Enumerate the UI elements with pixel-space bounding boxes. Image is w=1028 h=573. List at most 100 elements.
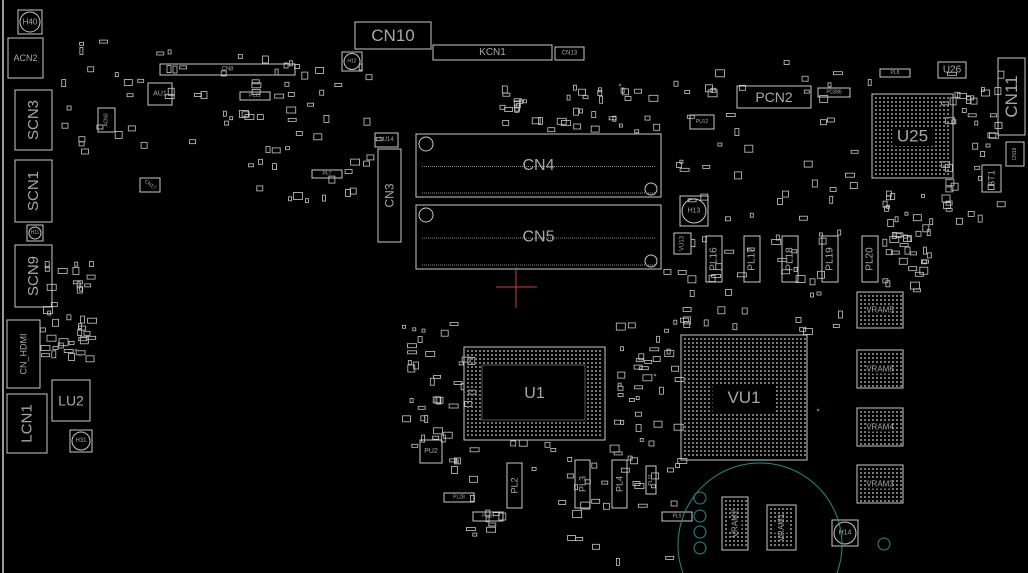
smd-part[interactable] — [274, 68, 279, 76]
component-vram2[interactable]: VRAM2 — [721, 496, 749, 551]
smd-part[interactable] — [818, 237, 827, 245]
smd-part[interactable] — [167, 49, 172, 55]
smd-part[interactable] — [86, 335, 97, 340]
smd-part[interactable] — [73, 280, 83, 285]
smd-part[interactable] — [910, 281, 920, 290]
smd-part[interactable] — [967, 210, 975, 217]
smd-part[interactable] — [732, 323, 738, 331]
component-au1[interactable]: AU1 — [147, 82, 173, 106]
smd-part[interactable] — [803, 89, 810, 94]
smd-part[interactable] — [741, 307, 748, 315]
smd-part[interactable] — [287, 118, 297, 122]
smd-part[interactable] — [79, 41, 84, 46]
smd-part[interactable] — [894, 216, 899, 223]
smd-part[interactable] — [429, 377, 435, 386]
smd-part[interactable] — [985, 143, 991, 148]
smd-part[interactable] — [89, 261, 94, 268]
smd-part[interactable] — [833, 71, 843, 76]
smd-part[interactable] — [945, 117, 956, 125]
component-pc886[interactable]: PC886 — [817, 87, 851, 98]
smd-part[interactable] — [349, 187, 357, 195]
smd-part[interactable] — [651, 472, 659, 480]
component-bt1[interactable]: BT1 — [981, 164, 1002, 193]
smd-part[interactable] — [829, 187, 837, 192]
component-cn8[interactable]: CN8 — [159, 63, 296, 76]
smd-part[interactable] — [51, 350, 57, 359]
smd-part[interactable] — [295, 130, 303, 136]
smd-part[interactable] — [941, 160, 951, 168]
smd-part[interactable] — [375, 137, 383, 142]
smd-part[interactable] — [200, 91, 208, 99]
smd-part[interactable] — [987, 132, 997, 139]
smd-part[interactable] — [256, 185, 264, 192]
smd-part[interactable] — [579, 108, 583, 114]
component-lu2[interactable]: LU2 — [51, 379, 91, 422]
smd-part[interactable] — [558, 500, 567, 505]
smd-part[interactable] — [52, 318, 59, 327]
smd-part[interactable] — [795, 275, 806, 284]
smd-part[interactable] — [810, 292, 814, 298]
smd-part[interactable] — [469, 447, 480, 453]
smd-part[interactable] — [996, 201, 1006, 208]
smd-part[interactable] — [350, 158, 361, 166]
smd-part[interactable] — [323, 115, 330, 123]
smd-part[interactable] — [284, 146, 290, 151]
smd-part[interactable] — [676, 162, 682, 168]
smd-part[interactable] — [725, 113, 736, 117]
smd-part[interactable] — [648, 440, 655, 447]
component-cn17[interactable]: CN17 — [139, 177, 161, 193]
smd-part[interactable] — [84, 283, 92, 288]
smd-part[interactable] — [40, 327, 46, 333]
smd-part[interactable] — [635, 358, 644, 362]
smd-part[interactable] — [523, 99, 527, 104]
smd-part[interactable] — [682, 306, 692, 312]
smd-part[interactable] — [951, 119, 957, 125]
smd-part[interactable] — [725, 288, 732, 296]
smd-part[interactable] — [412, 327, 417, 332]
smd-part[interactable] — [922, 224, 930, 233]
component-pl16[interactable]: PL16 — [705, 235, 723, 283]
smd-part[interactable] — [442, 431, 453, 439]
smd-part[interactable] — [578, 88, 586, 96]
smd-part[interactable] — [867, 79, 872, 86]
component-h31[interactable]: H31 — [69, 429, 93, 453]
component-pl19[interactable]: PL19 — [821, 235, 839, 283]
smd-part[interactable] — [513, 98, 522, 103]
smd-part[interactable] — [945, 207, 953, 212]
component-scn3[interactable]: SCN3 — [14, 89, 53, 151]
smd-part[interactable] — [72, 266, 80, 275]
smd-part[interactable] — [775, 234, 780, 241]
smd-part[interactable] — [63, 349, 74, 353]
smd-part[interactable] — [140, 141, 148, 149]
smd-part[interactable] — [485, 515, 490, 523]
smd-part[interactable] — [653, 123, 661, 131]
smd-part[interactable] — [592, 543, 600, 550]
smd-part[interactable] — [923, 246, 927, 255]
smd-part[interactable] — [679, 167, 690, 172]
smd-part[interactable] — [566, 473, 574, 479]
smd-part[interactable] — [777, 198, 783, 205]
smd-part[interactable] — [816, 291, 822, 296]
smd-part[interactable] — [244, 114, 255, 120]
smd-part[interactable] — [286, 106, 297, 114]
smd-part[interactable] — [943, 202, 951, 210]
component-u1[interactable]: U1 — [463, 346, 606, 441]
smd-part[interactable] — [78, 325, 87, 331]
smd-part[interactable] — [50, 302, 58, 308]
smd-part[interactable] — [531, 466, 537, 471]
smd-part[interactable] — [402, 415, 411, 423]
smd-part[interactable] — [744, 144, 754, 153]
component-acn3[interactable]: ACN3 — [97, 107, 116, 133]
smd-part[interactable] — [288, 60, 293, 67]
smd-part[interactable] — [561, 120, 571, 126]
smd-part[interactable] — [945, 200, 953, 206]
smd-part[interactable] — [47, 310, 52, 316]
smd-part[interactable] — [597, 90, 603, 96]
smd-part[interactable] — [663, 268, 672, 275]
smd-part[interactable] — [717, 306, 726, 315]
smd-part[interactable] — [458, 361, 464, 366]
smd-part[interactable] — [78, 136, 86, 143]
smd-part[interactable] — [649, 347, 660, 352]
smd-part[interactable] — [619, 123, 623, 128]
